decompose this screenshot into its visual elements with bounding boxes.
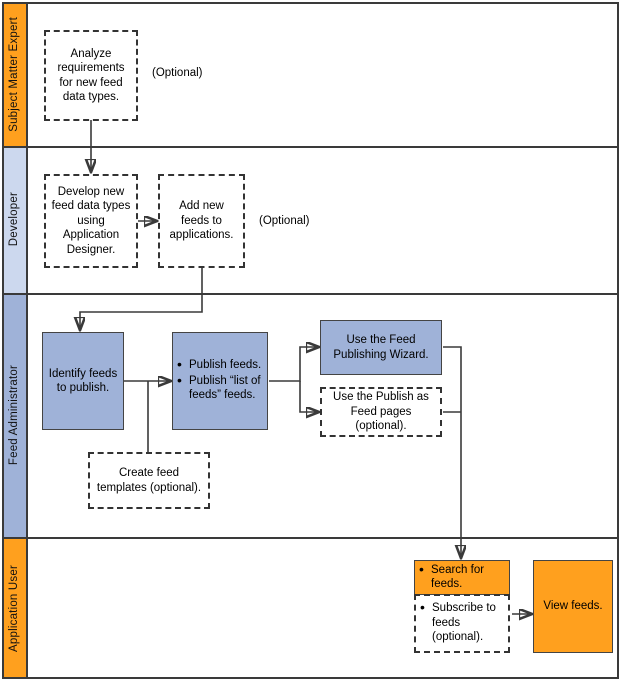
optional-annotation-lane2: (Optional) [259, 215, 310, 227]
create-feed-templates-label: Create feed templates (optional). [96, 467, 202, 494]
publish-feeds-item-1: Publish “list of feeds” feeds. [177, 373, 263, 403]
view-feeds[interactable]: View feeds. [533, 560, 613, 653]
create-feed-templates[interactable]: Create feed templates (optional). [88, 452, 210, 509]
analyze-requirements[interactable]: Analyze requirements for new feed data t… [44, 30, 138, 121]
lane-header-application-user: Application User [2, 537, 28, 679]
identify-feeds-label: Identify feeds to publish. [48, 367, 118, 395]
publish-feeds-item-0: Publish feeds. [177, 357, 263, 373]
use-publish-as-feed-pages-label: Use the Publish as Feed pages (optional)… [333, 391, 429, 433]
add-new-feeds-label: Add new feeds to applications. [169, 200, 234, 242]
publish-feeds-list: Publish feeds. Publish “list of feeds” f… [173, 357, 267, 404]
search-for-feeds-list: Search for feeds. [415, 562, 509, 593]
subscribe-to-feeds[interactable]: Subscribe to feeds (optional). [414, 594, 510, 653]
lane-header-subject-matter-expert: Subject Matter Expert [2, 2, 28, 146]
view-feeds-label: View feeds. [543, 600, 603, 613]
identify-feeds-to-publish[interactable]: Identify feeds to publish. [42, 332, 124, 430]
search-for-feeds-item-0: Search for feeds. [419, 562, 505, 592]
analyze-requirements-label: Analyze requirements for new feed data t… [57, 47, 125, 104]
subscribe-to-feeds-list: Subscribe to feeds (optional). [416, 600, 508, 646]
lane-divider-1 [2, 146, 619, 148]
lane-application-user: Application User [2, 537, 619, 679]
lane-header-feed-administrator: Feed Administrator [2, 293, 28, 537]
use-publish-as-feed-pages[interactable]: Use the Publish as Feed pages (optional)… [320, 387, 442, 437]
develop-feed-data-types-label: Develop new feed data types using Applic… [51, 185, 131, 256]
lane-header-developer: Developer [2, 146, 28, 293]
lane-developer: Developer [2, 146, 619, 293]
lane-subject-matter-expert: Subject Matter Expert [2, 2, 619, 146]
develop-feed-data-types[interactable]: Develop new feed data types using Applic… [44, 174, 138, 268]
publish-feeds[interactable]: Publish feeds. Publish “list of feeds” f… [172, 332, 268, 430]
add-new-feeds-to-applications[interactable]: Add new feeds to applications. [158, 174, 245, 268]
use-feed-publishing-wizard-label: Use the Feed Publishing Wizard. [333, 334, 429, 361]
use-feed-publishing-wizard[interactable]: Use the Feed Publishing Wizard. [320, 320, 442, 375]
lane-feed-administrator: Feed Administrator [2, 293, 619, 537]
lane-divider-2 [2, 293, 619, 295]
optional-annotation-lane1: (Optional) [152, 67, 203, 79]
subscribe-to-feeds-item-0: Subscribe to feeds (optional). [420, 600, 504, 645]
lane-divider-3 [2, 537, 619, 539]
